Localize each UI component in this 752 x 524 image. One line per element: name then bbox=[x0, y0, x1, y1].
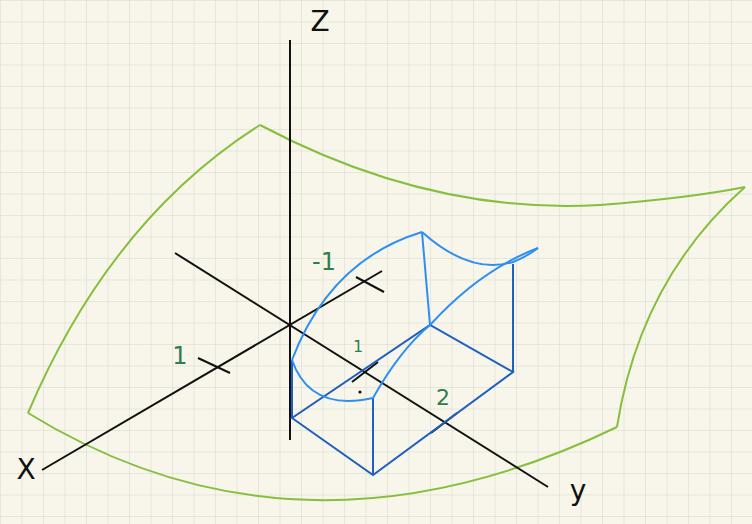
tick-mark bbox=[356, 277, 384, 292]
vertical-edge bbox=[512, 264, 514, 372]
axis-name: Z bbox=[310, 8, 329, 36]
tick-label: 2 bbox=[436, 387, 450, 409]
top-curve bbox=[292, 232, 422, 360]
vertical-edge bbox=[291, 360, 293, 418]
top-curve bbox=[373, 248, 538, 398]
axis-name: y bbox=[570, 477, 587, 505]
solid-top bbox=[292, 232, 538, 401]
solid-base bbox=[292, 264, 513, 475]
surface-edge bbox=[28, 125, 260, 413]
axis-name: X bbox=[16, 456, 35, 484]
vertical-edge bbox=[372, 398, 374, 475]
surface-outline bbox=[28, 125, 745, 500]
top-curve bbox=[422, 232, 538, 265]
surface-edge bbox=[260, 125, 745, 206]
axes bbox=[42, 40, 548, 487]
tick-label: 1 bbox=[353, 339, 363, 355]
x-axis bbox=[42, 271, 382, 470]
dot bbox=[358, 390, 361, 393]
tick-label: 1 bbox=[172, 344, 187, 368]
z-axis bbox=[289, 40, 291, 440]
tick-mark bbox=[198, 358, 230, 373]
vertical-edge bbox=[422, 232, 430, 325]
tick-mark bbox=[352, 362, 378, 382]
top-curve bbox=[292, 360, 373, 401]
surface-edge bbox=[617, 187, 745, 427]
tick-label: -1 bbox=[312, 250, 336, 274]
y-axis bbox=[175, 253, 548, 487]
base-edge bbox=[292, 325, 513, 475]
